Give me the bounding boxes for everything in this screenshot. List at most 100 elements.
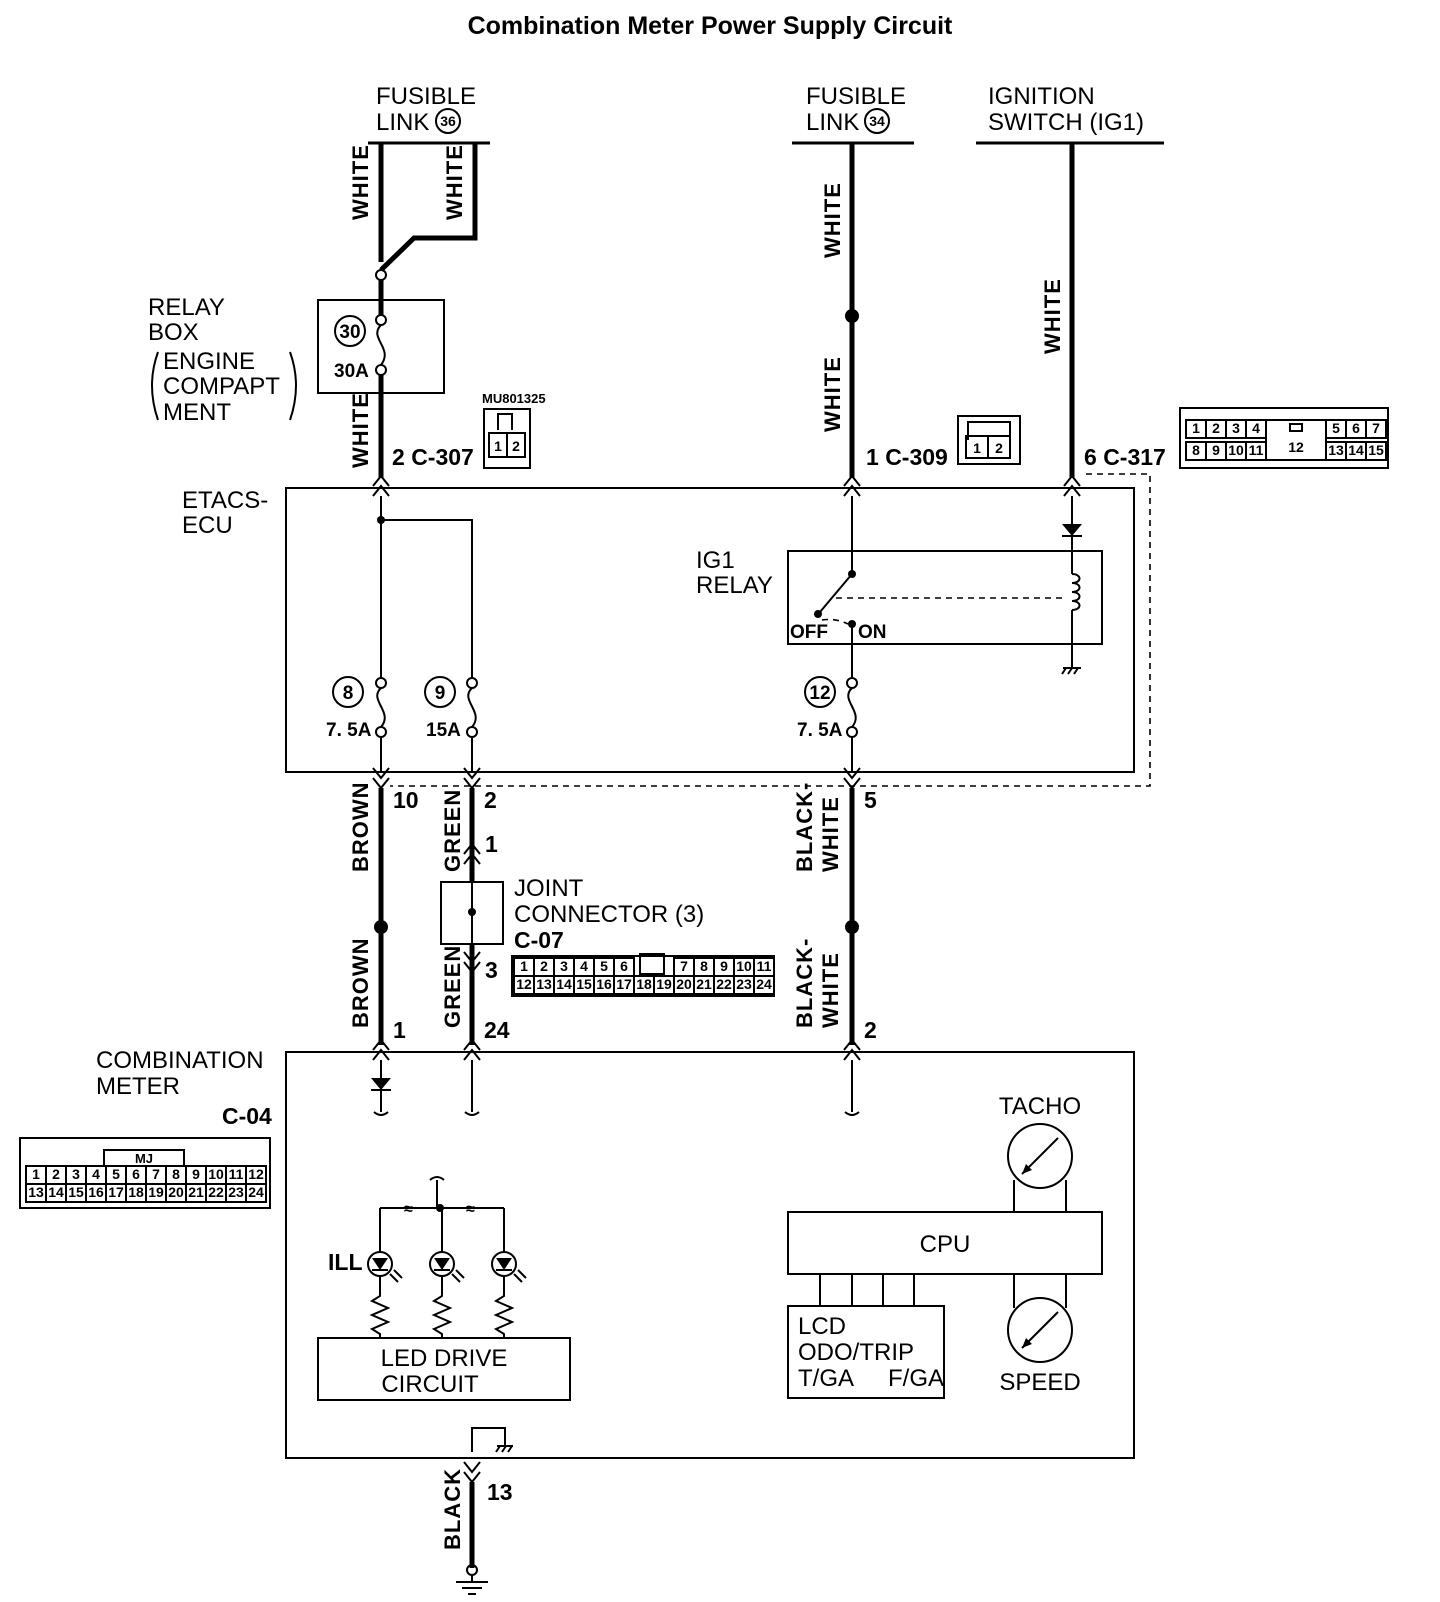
svg-text:12: 12 (248, 1166, 264, 1182)
svg-text:17: 17 (108, 1184, 124, 1200)
c04-cell: 8 (165, 1165, 187, 1185)
svg-text:7: 7 (1372, 420, 1380, 436)
svg-text:3: 3 (560, 958, 568, 974)
c04-cell: 20 (165, 1183, 187, 1203)
svg-text:1: 1 (520, 958, 528, 974)
svg-text:MU801325: MU801325 (482, 391, 546, 406)
ignition-switch-ig1: IGNITION SWITCH (IG1) (976, 83, 1164, 145)
c07-cell: 7 (673, 957, 695, 977)
c317-cell: 7 (1365, 419, 1387, 439)
svg-text:15: 15 (1368, 442, 1384, 458)
c07-cell: 2 (533, 957, 555, 977)
svg-text:10: 10 (208, 1166, 224, 1182)
svg-text:22: 22 (208, 1184, 224, 1200)
wire-label-black-white-1: BLACK- WHITE (792, 782, 843, 872)
c07-cell: 24 (753, 975, 775, 995)
svg-text:12: 12 (1288, 439, 1304, 455)
c07-cell: 23 (733, 975, 755, 995)
meter-pin-arrows (372, 1038, 861, 1061)
ill-led (491, 1208, 527, 1283)
svg-text:13: 13 (487, 1479, 513, 1505)
svg-text:1 C-309: 1 C-309 (866, 444, 948, 470)
ecu-pin-arrows (372, 474, 1081, 790)
svg-text:16: 16 (596, 976, 612, 992)
c04-cell: 16 (85, 1183, 107, 1203)
c317-cell: 15 (1365, 441, 1387, 461)
svg-text:4: 4 (1252, 420, 1260, 436)
wire-label-brown-1: BROWN (348, 781, 373, 872)
c317-cell: 14 (1345, 441, 1367, 461)
svg-text:BOX: BOX (148, 319, 199, 346)
c04-cell: 19 (145, 1183, 167, 1203)
svg-text:ETACS-: ETACS- (182, 487, 268, 514)
svg-text:RELAY: RELAY (148, 294, 225, 321)
etacs-pin-2: 2 (484, 787, 497, 813)
c04-cell: 4 (85, 1165, 107, 1185)
svg-text:F/GA: F/GA (888, 1365, 944, 1392)
svg-text:14: 14 (1348, 442, 1364, 458)
svg-text:8: 8 (172, 1166, 180, 1182)
svg-text:13: 13 (1328, 442, 1344, 458)
meter-pin-2: 2 (864, 1017, 877, 1043)
connector-c309: 1 C-309 1 2 (866, 415, 1021, 470)
svg-text:BLACK: BLACK (440, 1468, 465, 1550)
svg-text:3: 3 (72, 1166, 80, 1182)
svg-text:9: 9 (1212, 442, 1220, 458)
svg-text:18: 18 (128, 1184, 144, 1200)
svg-text:24: 24 (248, 1184, 264, 1200)
etacs-pin-5: 5 (864, 787, 877, 813)
resistor (369, 1276, 391, 1338)
svg-text:BLACK-: BLACK- (792, 938, 817, 1028)
speedometer-gauge: SPEED (999, 1274, 1081, 1396)
wire-label-green-1: GREEN (440, 789, 465, 872)
ig1-relay: IG1 RELAY OFF ON (696, 496, 1103, 678)
c07-cell: 22 (713, 975, 735, 995)
c04-cell: 18 (125, 1183, 147, 1203)
c04-cell: 14 (45, 1183, 67, 1203)
svg-text:10: 10 (1228, 442, 1244, 458)
c04-cell: 15 (65, 1183, 87, 1203)
svg-text:12: 12 (809, 683, 830, 704)
svg-text:LINK: LINK (806, 109, 859, 136)
svg-text:14: 14 (556, 976, 572, 992)
svg-text:2: 2 (52, 1166, 60, 1182)
c317-cell: 13 (1325, 441, 1347, 461)
c07-cell: 20 (673, 975, 695, 995)
svg-text:19: 19 (656, 976, 672, 992)
c04-cell: 13 (25, 1183, 47, 1203)
svg-text:8: 8 (1192, 442, 1200, 458)
svg-text:IGNITION: IGNITION (988, 83, 1095, 110)
svg-text:FUSIBLE: FUSIBLE (806, 83, 906, 110)
svg-text:C-04: C-04 (222, 1103, 272, 1129)
connector-c307: 2 C-307 MU801325 1 2 (392, 391, 546, 470)
c04-cell: 9 (185, 1165, 207, 1185)
svg-text:2 C-307: 2 C-307 (392, 444, 474, 470)
c04-cell: 1 (25, 1165, 47, 1185)
c317-cell: 11 (1245, 441, 1267, 461)
svg-text:1: 1 (973, 440, 981, 456)
c07-cell: 13 (533, 975, 555, 995)
svg-text:20: 20 (168, 1184, 184, 1200)
svg-text:C-07: C-07 (514, 927, 564, 953)
fusible-link-36: FUSIBLE LINK 36 (368, 83, 490, 145)
svg-text:T/GA: T/GA (798, 1365, 854, 1392)
c04-cell: 17 (105, 1183, 127, 1203)
cpu-block: CPU (787, 1211, 1103, 1275)
svg-text:1: 1 (1192, 420, 1200, 436)
svg-text:8: 8 (700, 958, 708, 974)
svg-text:9: 9 (192, 1166, 200, 1182)
svg-text:IG1: IG1 (696, 547, 735, 574)
ecu-fuse-8: 8 7. 5A (326, 676, 387, 772)
c04-cell: 11 (225, 1165, 247, 1185)
svg-text:JOINT: JOINT (514, 875, 584, 902)
wire-label-black-white-2: BLACK- WHITE (792, 938, 843, 1028)
svg-text:12: 12 (516, 976, 532, 992)
svg-text:11: 11 (229, 1166, 244, 1182)
svg-text:CPU: CPU (920, 1231, 971, 1258)
lcd-block: LCD ODO/TRIP T/GA F/GA (787, 1274, 945, 1399)
c07-cell: 19 (653, 975, 675, 995)
c07-cell: 12 (513, 975, 535, 995)
